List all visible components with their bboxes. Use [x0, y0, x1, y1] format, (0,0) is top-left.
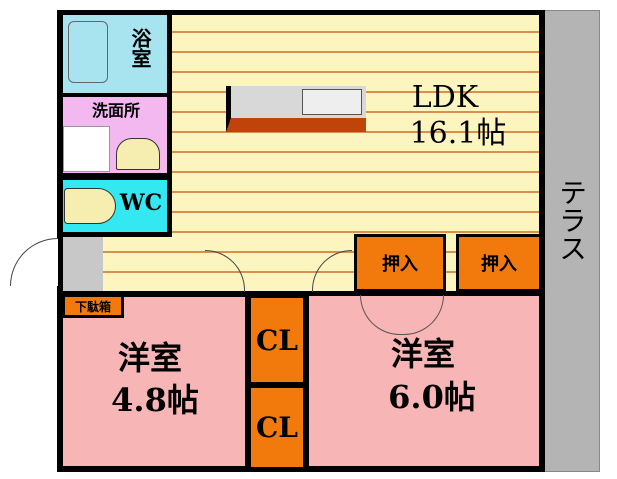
closet-cl-2: CL	[248, 385, 306, 470]
closet-cl-1-label: CL	[256, 323, 298, 357]
ldk-label: LDK	[411, 80, 479, 115]
ldk-size: 16.1帖	[409, 116, 507, 151]
shoe-box: 下駄箱	[62, 294, 124, 318]
hallway	[102, 237, 174, 291]
western-room-1	[63, 318, 245, 466]
western-room-1-name: 洋室	[117, 339, 182, 377]
sink-icon	[116, 138, 160, 170]
washing-machine-area	[63, 126, 110, 172]
washroom-label: 洗面所	[91, 101, 140, 120]
bathroom-label: 浴室	[128, 28, 152, 68]
western-room-1-top	[124, 297, 245, 319]
entrance-door[interactable]	[10, 238, 58, 286]
kitchen-sink-icon	[302, 89, 362, 115]
bathtub-icon	[68, 21, 108, 83]
western-room-2-name: 洋室	[390, 335, 455, 373]
western-room-2-size: 6.0帖	[388, 378, 476, 416]
shoe-box-label: 下駄箱	[74, 299, 111, 314]
western-room-1-size: 4.8帖	[111, 381, 199, 419]
closet-1: 押入	[354, 234, 446, 292]
wc-label: WC	[119, 190, 163, 216]
bathroom	[63, 15, 167, 93]
closet-cl-2-label: CL	[256, 411, 298, 444]
entrance	[63, 237, 103, 291]
closet-cl-1: CL	[248, 295, 306, 385]
toilet-icon	[64, 188, 116, 224]
closet-2-label: 押入	[481, 254, 517, 275]
terrace-label: テラス	[555, 178, 588, 262]
closet-1-label: 押入	[382, 254, 418, 275]
closet-2: 押入	[456, 234, 542, 292]
